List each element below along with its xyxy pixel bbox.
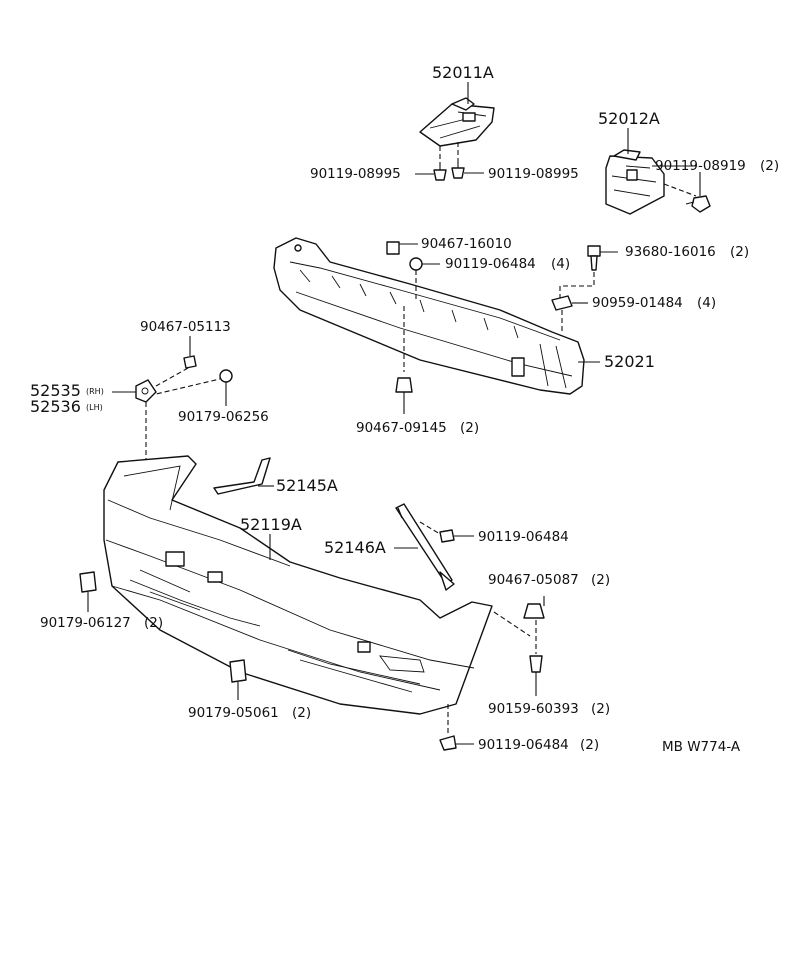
label-90119-06484-bottom-qty: (2) [580,737,599,753]
label-90179-06127: 90179-06127 [40,615,131,631]
retainer-52012a [605,128,697,215]
label-90467-16010: 90467-16010 [421,236,512,252]
label-52535: 52535 [30,381,81,400]
nut-90959-01484 [551,295,588,334]
label-52536: 52536 [30,397,81,416]
label-52119a: 52119A [240,515,302,534]
label-90467-09145: 90467-09145 [356,420,447,436]
label-90119-08995-right: 90119-08995 [488,166,579,182]
label-90467-05087: 90467-05087 [488,572,579,588]
label-90959-01484: 90959-01484 [592,295,683,311]
clip-90179-06127 [79,571,97,612]
bolt-90119-06484-mid [419,521,474,543]
clip-90179-06256 [219,369,233,406]
bumper-cover-52119a [103,455,493,715]
label-90119-08919: 90119-08919 [655,158,746,174]
label-90159-60393-qty: (2) [591,701,610,717]
label-90467-05113: 90467-05113 [140,319,231,335]
retainer-52011a [419,82,495,147]
part-labels: 52011A 52012A 90119-08995 90119-08995 90… [30,63,779,755]
label-90467-09145-qty: (2) [460,420,479,436]
bolt-90119-08995-right [451,142,484,179]
label-90119-06484-top: 90119-06484 [445,256,536,272]
label-90179-06127-qty: (2) [144,615,163,631]
bolt-93680-16016 [559,245,618,298]
label-90119-08919-qty: (2) [760,158,779,174]
label-90119-06484-mid: 90119-06484 [478,529,569,545]
bolt-90119-06484-top [409,257,440,300]
label-93680-16016-qty: (2) [730,244,749,260]
label-52021: 52021 [604,352,655,371]
clip-90467-05087 [493,596,545,637]
label-52536-side: (LH) [86,403,103,412]
bolt-90119-06484-bottom [439,704,474,751]
label-52011a: 52011A [432,63,494,82]
label-93680-16016: 93680-16016 [625,244,716,260]
clip-90467-05113 [183,336,197,369]
clip-90467-16010 [386,241,418,255]
support-52146a [394,503,455,591]
bolt-90119-08995-left [415,146,447,181]
label-90119-06484-bottom: 90119-06484 [478,737,569,753]
clip-90179-05061 [229,659,247,700]
label-90159-60393: 90159-60393 [488,701,579,717]
label-90467-05087-qty: (2) [591,572,610,588]
reinforcement-52021 [273,237,600,395]
drawing-code: MB W774-A [662,739,741,755]
label-90179-05061: 90179-05061 [188,705,279,721]
label-52146a: 52146A [324,538,386,557]
support-52145a [213,457,274,495]
label-90959-01484-qty: (4) [697,295,716,311]
label-52012a: 52012A [598,109,660,128]
bracket-52535-52536 [112,367,225,462]
bolt-90119-08919 [685,172,711,213]
label-90179-05061-qty: (2) [292,705,311,721]
clip-90467-09145 [395,306,413,414]
label-52145a: 52145A [276,476,338,495]
label-90119-06484-top-qty: (4) [551,256,570,272]
label-90119-08995-left: 90119-08995 [310,166,401,182]
label-90179-06256: 90179-06256 [178,409,269,425]
screw-90159-60393 [529,620,543,696]
label-52535-side: (RH) [86,387,104,396]
